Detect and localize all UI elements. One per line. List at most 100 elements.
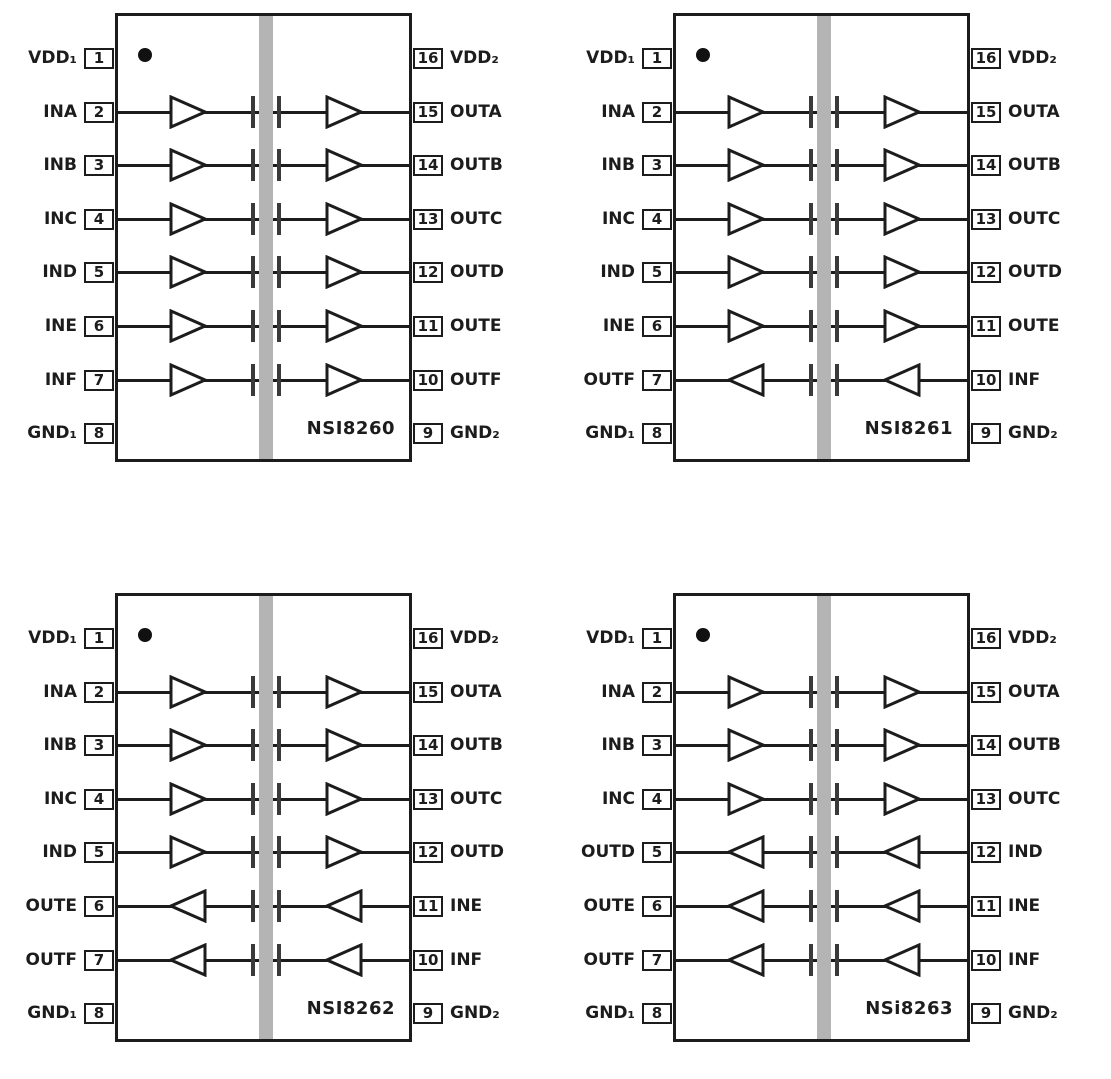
pin-box: 9	[971, 1002, 1001, 1024]
pin-label: GND₁	[27, 423, 77, 443]
buffer-icon	[169, 309, 208, 343]
pin-label: IND	[42, 842, 77, 862]
pin-label: OUTD	[581, 842, 635, 862]
pin-right-14: 14 OUTB	[971, 153, 1083, 177]
pin-left-1: VDD₁ 1	[2, 626, 114, 650]
pin-box: 4	[642, 788, 672, 810]
buffer-icon	[169, 728, 208, 762]
pin-right-9: 9 GND₂	[971, 421, 1083, 445]
pin-left-6: OUTE 6	[2, 894, 114, 918]
pin-right-14: 14 OUTB	[413, 153, 525, 177]
pin-label: OUTB	[450, 735, 503, 755]
pin-label: GND₁	[585, 423, 635, 443]
pin-right-14: 14 OUTB	[971, 733, 1083, 757]
pin-box: 9	[413, 422, 443, 444]
pin-right-11: 11 OUTE	[413, 314, 525, 338]
barrier-dash	[277, 96, 281, 128]
pin-box: 8	[84, 1002, 114, 1024]
pin-box: 3	[84, 154, 114, 176]
buffer-icon	[169, 255, 208, 289]
pin-label: GND₂	[450, 423, 500, 443]
pin-left-4: INC 4	[2, 787, 114, 811]
pin-right-9: 9 GND₂	[971, 1001, 1083, 1025]
isolation-barrier	[259, 596, 273, 1039]
pin-box: 4	[84, 788, 114, 810]
chip-body: VDD₁ 1 INA 2 INB 3 INC 4 IND 5 INE 6	[584, 13, 1062, 462]
barrier-dash	[809, 149, 813, 181]
buffer-icon	[882, 943, 921, 977]
pin-box: 5	[84, 841, 114, 863]
pin-left-6: INE 6	[2, 314, 114, 338]
pin-box: 9	[413, 1002, 443, 1024]
pin-left-4: INC 4	[2, 207, 114, 231]
buffer-icon	[727, 95, 766, 129]
pin-left-6: OUTE 6	[560, 894, 672, 918]
barrier-dash	[277, 944, 281, 976]
buffer-icon	[169, 95, 208, 129]
barrier-dash	[277, 149, 281, 181]
buffer-icon	[726, 363, 765, 397]
pin-box: 12	[971, 261, 1001, 283]
pin-label: IND	[600, 262, 635, 282]
pin-left-3: INB 3	[560, 733, 672, 757]
barrier-dash	[835, 149, 839, 181]
barrier-dash	[251, 310, 255, 342]
barrier-dash	[835, 944, 839, 976]
pin-label: OUTB	[1008, 155, 1061, 175]
pin-box: 7	[84, 369, 114, 391]
pin-left-1: VDD₁ 1	[2, 46, 114, 70]
buffer-icon	[883, 95, 922, 129]
buffer-icon	[726, 943, 765, 977]
pin-right-16: 16 VDD₂	[413, 626, 525, 650]
pin-label: INB	[43, 155, 77, 175]
buffer-icon	[325, 95, 364, 129]
pin-box: 4	[84, 208, 114, 230]
chip-name: NSI8261	[864, 418, 953, 439]
pin-right-13: 13 OUTC	[971, 207, 1083, 231]
pin-box: 5	[84, 261, 114, 283]
pin-right-15: 15 OUTA	[971, 680, 1083, 704]
pin-label: IND	[42, 262, 77, 282]
pin-label: INB	[601, 155, 635, 175]
pin-left-7: OUTF 7	[2, 948, 114, 972]
pin-left-3: INB 3	[560, 153, 672, 177]
barrier-dash	[835, 729, 839, 761]
pin-label: OUTC	[450, 209, 503, 229]
buffer-icon	[324, 889, 363, 923]
buffer-icon	[882, 835, 921, 869]
pin-left-8: GND₁ 8	[2, 421, 114, 445]
barrier-dash	[277, 836, 281, 868]
buffer-icon	[325, 728, 364, 762]
pin-box: 7	[642, 949, 672, 971]
pin-label: OUTF	[450, 370, 502, 390]
barrier-dash	[809, 364, 813, 396]
pin-left-3: INB 3	[2, 733, 114, 757]
barrier-dash	[251, 203, 255, 235]
pin-box: 8	[642, 1002, 672, 1024]
pin-label: INC	[43, 209, 77, 229]
pin1-dot	[138, 628, 152, 642]
pin-label: VDD₂	[1008, 628, 1057, 648]
pin-right-11: 11 OUTE	[971, 314, 1083, 338]
pin-box: 16	[971, 627, 1001, 649]
pin-label: INF	[450, 950, 483, 970]
pin-right-15: 15 OUTA	[413, 100, 525, 124]
pin-right-13: 13 OUTC	[413, 787, 525, 811]
pin-box: 1	[642, 47, 672, 69]
pin-box: 13	[413, 788, 443, 810]
pin-label: OUTB	[450, 155, 503, 175]
barrier-dash	[835, 310, 839, 342]
pin-right-11: 11 INE	[413, 894, 525, 918]
buffer-icon	[883, 148, 922, 182]
pin-label: IND	[1008, 842, 1043, 862]
pin-box: 13	[971, 788, 1001, 810]
pin-box: 5	[642, 261, 672, 283]
pin-label: OUTB	[1008, 735, 1061, 755]
pin-right-9: 9 GND₂	[413, 421, 525, 445]
barrier-dash	[835, 256, 839, 288]
pin-label: INE	[44, 316, 77, 336]
pin-box: 2	[84, 681, 114, 703]
buffer-icon	[169, 782, 208, 816]
barrier-dash	[809, 729, 813, 761]
